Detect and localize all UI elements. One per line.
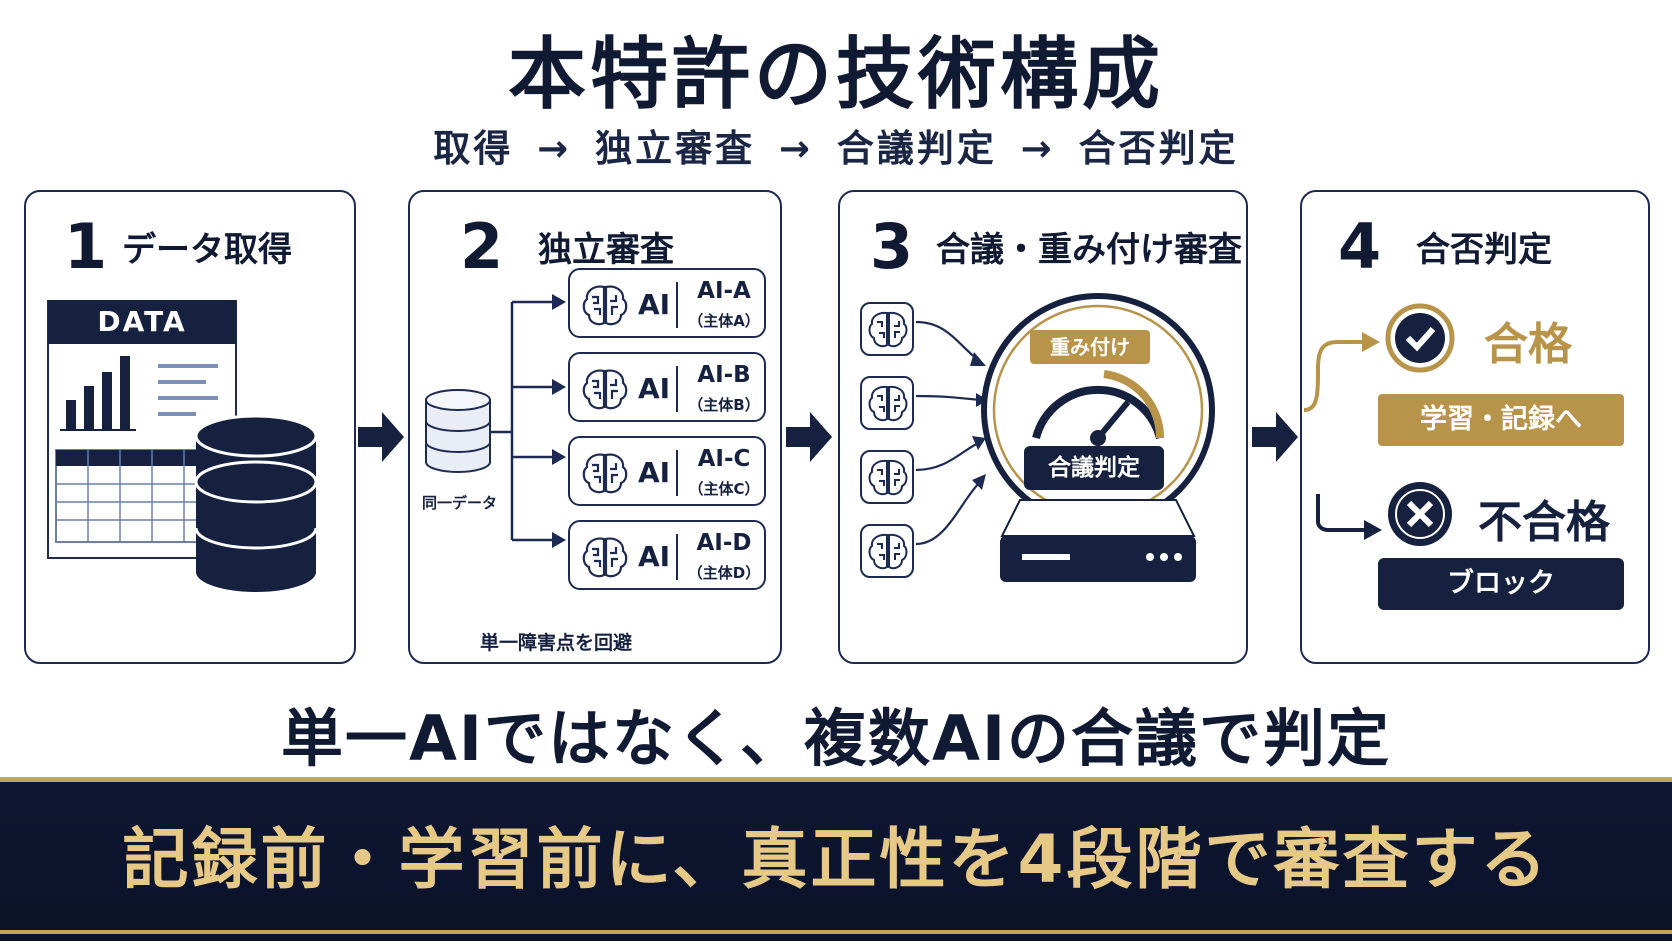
panel-title: 合議・重み付け審査 [936, 230, 1242, 270]
ai-reviewer-b: AI AI-B （主体B） [568, 352, 766, 422]
ai-label: AI [638, 540, 671, 573]
ai-label: AI [638, 288, 671, 321]
step-number: 2 [460, 210, 504, 283]
ai-name: AI-C [697, 446, 751, 472]
data-sheet-icon [47, 300, 318, 592]
branch-connector [490, 294, 566, 548]
server-icon [1000, 499, 1196, 582]
ai-node [860, 524, 914, 578]
spreadsheet-icon [55, 449, 217, 543]
panel-independent-review: 2 独立審査 同一データ [408, 190, 782, 664]
branch-arrows [1303, 332, 1382, 540]
data-label: DATA [97, 305, 187, 338]
summary-text: 単一AIではなく、複数AIの合議で判定 [280, 702, 1392, 775]
ai-name: AI-A [697, 278, 751, 304]
check-icon [1385, 303, 1455, 373]
ai-label: AI [638, 372, 671, 405]
brain-icon [868, 385, 908, 422]
fail-action: ブロック [1378, 558, 1624, 610]
panel-consensus-review: 3 合議・重み付け審査 [838, 190, 1248, 664]
banner-divider [0, 930, 1672, 934]
page-title: 本特許の技術構成 [507, 30, 1164, 120]
divider [676, 534, 678, 580]
panel-data-acquisition: 1 データ取得 [24, 190, 356, 664]
panel-title: データ取得 [122, 230, 292, 270]
pass-action: 学習・記録へ [1378, 394, 1624, 446]
brain-icon [582, 453, 628, 494]
bottom-banner [0, 777, 1672, 941]
process-flow: 取得 → 独立審査 → 合議判定 → 合否判定 [433, 127, 1239, 170]
ai-reviewer-c: AI AI-C （主体C） [568, 436, 766, 506]
brain-icon [582, 285, 628, 326]
ai-subject: （主体C） [688, 480, 760, 498]
ai-name: AI-B [697, 362, 751, 388]
ai-name: AI-D [696, 530, 752, 556]
step-number: 1 [64, 210, 108, 283]
panel-title: 独立審査 [538, 230, 674, 270]
weight-badge: 重み付け [1030, 330, 1150, 364]
banner-text: 記録前・学習前に、真正性を4段階で審査する [122, 821, 1550, 898]
ai-subject: （主体A） [688, 312, 760, 330]
database-icon [194, 414, 318, 592]
arrow-right-icon [1252, 412, 1298, 462]
brain-icon [582, 369, 628, 410]
brain-icon [868, 533, 908, 570]
divider [676, 282, 678, 328]
step-number: 4 [1338, 210, 1382, 283]
panel-title: 合否判定 [1416, 230, 1552, 270]
input-arrows [916, 320, 988, 546]
fail-label: 不合格 [1478, 497, 1610, 548]
divider [676, 450, 678, 496]
arrow-right-icon [786, 412, 832, 462]
database-icon [425, 389, 491, 473]
ai-reviewer-a: AI AI-A （主体A） [568, 268, 766, 338]
cross-icon [1388, 482, 1452, 546]
step-number: 3 [870, 210, 914, 283]
ai-node [860, 376, 914, 430]
brain-icon [868, 311, 908, 348]
ai-reviewer-d: AI AI-D （主体D） [568, 520, 766, 590]
decision-badge: 合議判定 [1024, 446, 1164, 490]
ai-node [860, 450, 914, 504]
ai-label: AI [638, 456, 671, 489]
arrow-right-icon [358, 412, 404, 462]
brain-icon [868, 459, 908, 496]
same-data-label: 同一データ [422, 494, 498, 512]
brain-icon [582, 537, 628, 578]
divider [676, 366, 678, 412]
panel-footer: 単一障害点を回避 [480, 632, 633, 654]
panel-pass-fail: 4 合否判定 合格 学習・記録へ 不合格 ブロック [1300, 190, 1650, 664]
ai-node [860, 302, 914, 356]
ai-subject: （主体D） [687, 564, 761, 582]
ai-subject: （主体B） [688, 396, 760, 414]
pass-label: 合格 [1484, 319, 1572, 370]
